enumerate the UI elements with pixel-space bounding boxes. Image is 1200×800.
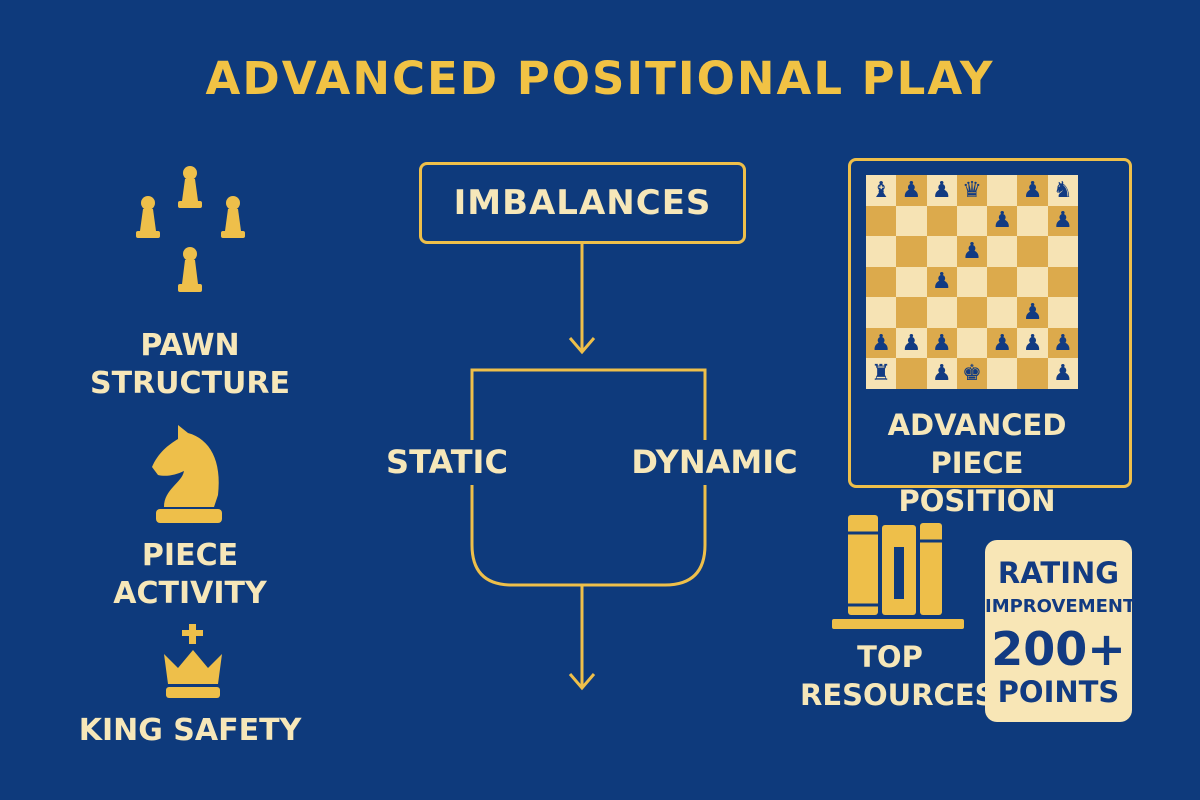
page-title: ADVANCED POSITIONAL PLAY xyxy=(205,52,995,105)
rating-label: RATING xyxy=(997,556,1120,590)
board-square xyxy=(866,297,897,328)
king-crown-icon xyxy=(164,624,222,698)
board-square xyxy=(956,266,988,298)
board-square-piece: ♟ xyxy=(926,327,957,359)
board-square xyxy=(1017,266,1048,298)
board-square xyxy=(866,266,897,298)
piece-activity-line2: ACTIVITY xyxy=(113,576,267,611)
board-square-piece: ♜ xyxy=(866,358,897,389)
board-square xyxy=(1047,266,1078,298)
board-square xyxy=(956,205,988,237)
board-square-piece: ♟ xyxy=(1017,327,1048,359)
board-square xyxy=(926,297,957,328)
board-square xyxy=(896,297,927,328)
board-square xyxy=(956,327,988,359)
board-square-piece: ♟ xyxy=(1017,175,1048,206)
knight-icon xyxy=(152,425,222,523)
board-square-piece: ♟ xyxy=(896,327,927,359)
board-square-piece: ♟ xyxy=(926,175,957,206)
pawns-icon xyxy=(136,166,245,292)
board-square xyxy=(866,205,897,237)
board-square xyxy=(926,205,957,237)
dynamic-label: DYNAMIC xyxy=(631,443,798,481)
board-square xyxy=(896,266,927,298)
pawn-structure-label: PAWN STRUCTURE xyxy=(70,327,310,403)
pawn-structure-line2: STRUCTURE xyxy=(90,366,290,401)
board-square-piece: ♟ xyxy=(926,358,957,389)
imbalances-box: IMBALANCES xyxy=(419,162,746,244)
board-square-piece: ♟ xyxy=(956,236,988,267)
king-safety-label: KING SAFETY xyxy=(78,713,302,748)
board-square xyxy=(926,236,957,267)
board-square-piece: ♟ xyxy=(987,327,1018,359)
board-panel-label: ADVANCED PIECE POSITION xyxy=(852,406,1102,520)
board-square xyxy=(896,236,927,267)
points-label: POINTS xyxy=(997,675,1120,709)
board-square-piece: ♝ xyxy=(866,175,897,206)
chessboard: ♝♟♟♛♟♞♟♟♟♟♟♟♟♟♟♟♟♜♟♚♟ xyxy=(866,175,1078,389)
board-square-piece: ♟ xyxy=(987,205,1018,237)
board-square-piece: ♚ xyxy=(956,358,988,389)
imbalances-label: IMBALANCES xyxy=(453,183,712,223)
board-square xyxy=(987,297,1018,328)
board-square-piece: ♟ xyxy=(896,175,927,206)
top-resources-label: TOP RESOURCES xyxy=(800,638,996,714)
board-label-line1: ADVANCED xyxy=(887,408,1067,442)
board-square-piece: ♞ xyxy=(1047,175,1078,206)
board-square xyxy=(1047,297,1078,328)
board-square-piece: ♟ xyxy=(926,266,957,298)
board-square xyxy=(896,358,927,389)
board-square xyxy=(1047,236,1078,267)
board-square xyxy=(866,236,897,267)
board-label-line2: PIECE POSITION xyxy=(898,446,1056,518)
board-square xyxy=(1017,358,1048,389)
static-label: STATIC xyxy=(386,443,508,481)
board-square-piece: ♟ xyxy=(1017,297,1048,328)
board-square xyxy=(956,297,988,328)
board-square xyxy=(1017,236,1048,267)
piece-activity-line1: PIECE xyxy=(141,538,239,573)
board-square-piece: ♟ xyxy=(1047,358,1078,389)
resources-line1: TOP xyxy=(857,640,923,674)
piece-activity-label: PIECE ACTIVITY xyxy=(70,537,310,613)
board-square xyxy=(1017,205,1048,237)
rating-improvement-card: RATING IMPROVEMENT 200+ POINTS xyxy=(985,540,1136,722)
board-square xyxy=(987,175,1018,206)
pawn-structure-line1: PAWN xyxy=(140,328,240,363)
board-panel xyxy=(848,158,1132,488)
board-square xyxy=(987,266,1018,298)
improvement-label: IMPROVEMENT xyxy=(985,596,1136,617)
board-square xyxy=(987,358,1018,389)
books-icon xyxy=(832,515,964,629)
resources-line2: RESOURCES xyxy=(800,678,996,712)
board-square xyxy=(896,205,927,237)
board-square-piece: ♟ xyxy=(1047,327,1078,359)
board-square-piece: ♟ xyxy=(866,327,897,359)
board-square-piece: ♟ xyxy=(1047,205,1078,237)
board-square-piece: ♛ xyxy=(956,175,988,206)
rating-value: 200+ xyxy=(991,622,1126,676)
board-square xyxy=(987,236,1018,267)
